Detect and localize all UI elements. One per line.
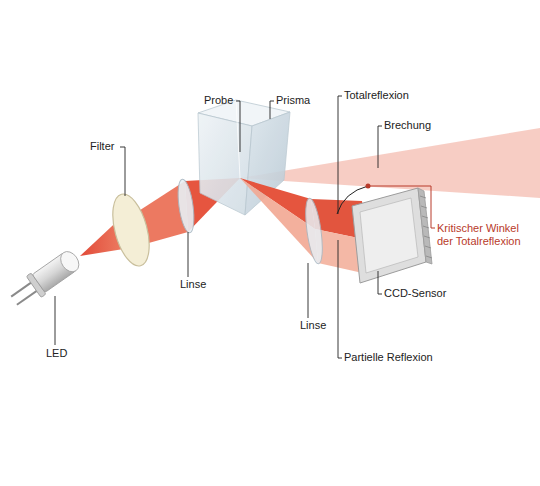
lens-symbol: [175, 178, 196, 233]
ccd-sensor: [352, 188, 432, 283]
part-label: Kritischer Winkel der Totalreflexion: [437, 222, 537, 248]
angle-arc: [337, 186, 368, 214]
led-symbol: [7, 246, 84, 311]
part-label: Prisma: [276, 94, 310, 107]
part-label: LED: [46, 347, 67, 360]
leader-lines: [55, 96, 382, 358]
part-label: Linse: [180, 278, 206, 291]
part-label: Linse: [300, 319, 326, 332]
part-label: Totalreflexion: [344, 89, 409, 102]
lens-symbol: [302, 197, 325, 264]
part-label: Brechung: [384, 119, 431, 132]
part-label: Probe: [204, 94, 233, 107]
part-label: Partielle Reflexion: [344, 351, 433, 364]
angle-marker: [366, 184, 371, 189]
leader-line: [368, 186, 435, 228]
part-label: CCD-Sensor: [384, 287, 446, 300]
part-label: Filter: [90, 140, 114, 153]
filter-disc: [106, 190, 156, 270]
